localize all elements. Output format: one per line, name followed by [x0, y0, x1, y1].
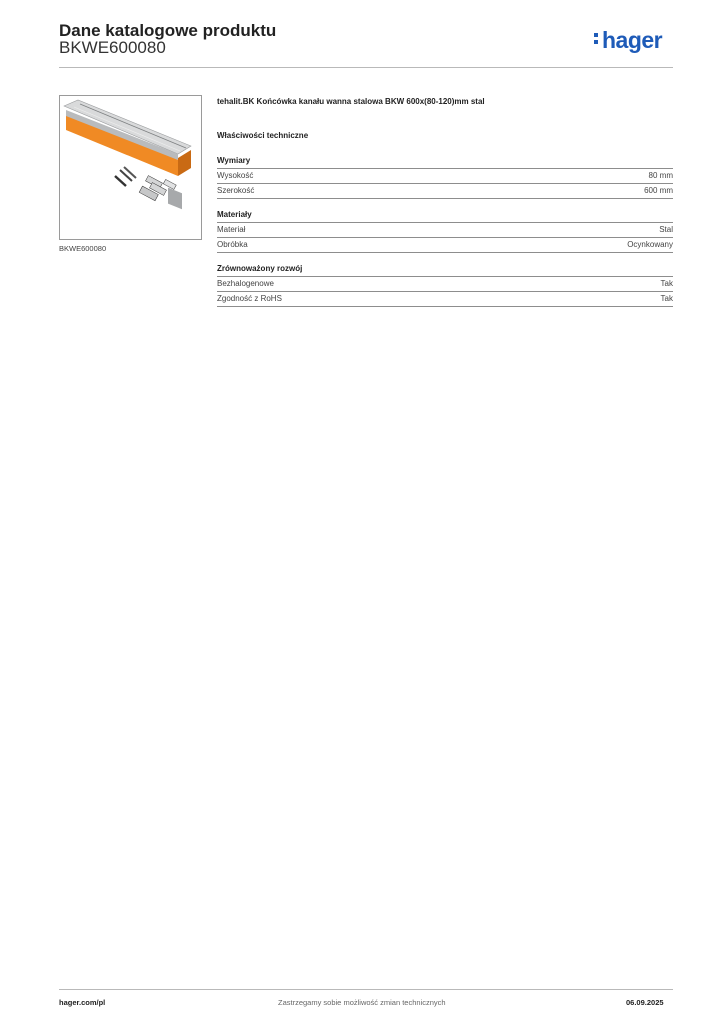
footer-website-link[interactable]: hager.com/pl — [59, 998, 106, 1007]
property-value: 600 mm — [644, 186, 673, 195]
cable-duct-end-piece-image — [63, 99, 192, 210]
section-heading: Zrównoważony rozwój — [217, 264, 673, 277]
property-value: Stal — [659, 225, 673, 234]
logo-dots-icon — [594, 30, 599, 47]
property-label: Wysokość — [217, 171, 254, 180]
product-title: tehalit.BK Końcówka kanału wanna stalowa… — [217, 97, 485, 106]
footer-divider — [59, 989, 673, 990]
image-caption: BKWE600080 — [59, 244, 107, 253]
section-sustainability: Zrównoważony rozwój Bezhalogenowe Tak Zg… — [217, 264, 673, 307]
section-dimensions: Wymiary Wysokość 80 mm Szerokość 600 mm — [217, 156, 673, 199]
property-value: 80 mm — [648, 171, 673, 180]
property-row: Zgodność z RoHS Tak — [217, 292, 673, 307]
hager-logo[interactable]: hager — [594, 27, 663, 54]
footer-date: 06.09.2025 — [626, 998, 664, 1007]
property-row: Materiał Stal — [217, 223, 673, 238]
properties-title: Właściwości techniczne — [217, 131, 309, 140]
logo-text: hager — [602, 27, 663, 53]
property-value: Tak — [660, 279, 673, 288]
property-row: Bezhalogenowe Tak — [217, 277, 673, 292]
screws-accessory — [114, 166, 177, 202]
property-label: Zgodność z RoHS — [217, 294, 282, 303]
property-value: Ocynkowany — [627, 240, 673, 249]
header-title: Dane katalogowe produktu — [59, 21, 277, 40]
property-value: Tak — [660, 294, 673, 303]
header-subtitle: BKWE600080 — [59, 38, 166, 57]
property-row: Szerokość 600 mm — [217, 184, 673, 199]
section-heading: Wymiary — [217, 156, 673, 169]
property-row: Obróbka Ocynkowany — [217, 238, 673, 253]
property-row: Wysokość 80 mm — [217, 169, 673, 184]
property-label: Obróbka — [217, 240, 248, 249]
property-label: Szerokość — [217, 186, 255, 195]
property-label: Bezhalogenowe — [217, 279, 274, 288]
section-heading: Materiały — [217, 210, 673, 223]
footer-disclaimer: Zastrzegamy sobie możliwość zmian techni… — [278, 998, 446, 1007]
section-materials: Materiały Materiał Stal Obróbka Ocynkowa… — [217, 210, 673, 253]
header-divider — [59, 67, 673, 68]
product-image — [59, 95, 202, 240]
property-label: Materiał — [217, 225, 246, 234]
